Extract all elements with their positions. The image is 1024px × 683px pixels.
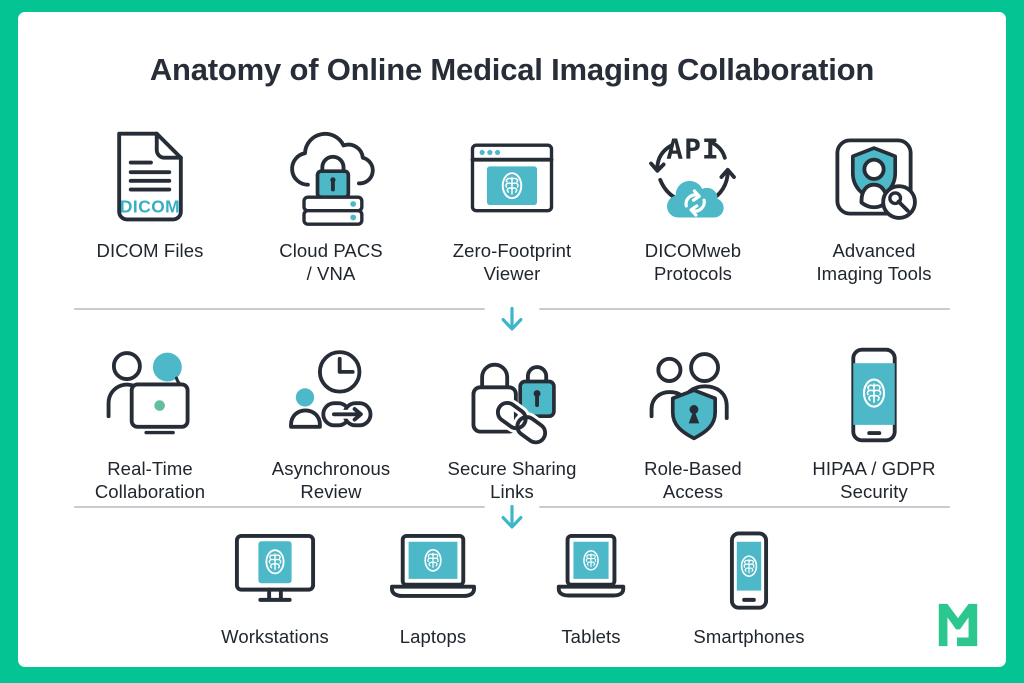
hipaa-gdpr-security-icon bbox=[821, 334, 927, 448]
laptops-icon bbox=[374, 532, 492, 616]
item-label: Asynchronous Review bbox=[271, 458, 391, 502]
item-asynchronous-review: Asynchronous Review bbox=[241, 334, 422, 503]
brain-icon bbox=[862, 378, 886, 408]
item-label: Workstations bbox=[221, 626, 329, 647]
workstations-icon bbox=[216, 532, 334, 616]
brain-icon bbox=[501, 172, 523, 200]
item-label: Role-Based Access bbox=[644, 458, 742, 502]
row-device-layer: Workstations Laptops bbox=[18, 531, 1006, 648]
item-label: DICOMweb Protocols bbox=[644, 240, 742, 284]
item-workstations: Workstations bbox=[196, 532, 354, 648]
item-dicomweb-protocols: API bbox=[603, 116, 784, 285]
down-arrow-icon bbox=[501, 504, 523, 529]
infographic-card: Anatomy of Online Medical Imaging Collab… bbox=[18, 12, 1006, 667]
divider-row1-row2 bbox=[74, 306, 950, 335]
tablets-icon bbox=[532, 532, 650, 616]
item-advanced-imaging-tools: Advanced Imaging Tools bbox=[784, 116, 965, 285]
cloud-pacs-icon bbox=[278, 116, 384, 230]
item-hipaa-gdpr-security: HIPAA / GDPR Security bbox=[784, 334, 965, 503]
zero-footprint-viewer-icon bbox=[459, 116, 565, 230]
item-label: DICOM Files bbox=[96, 240, 204, 261]
brain-icon bbox=[265, 549, 285, 575]
item-label: Real-Time Collaboration bbox=[94, 458, 206, 502]
asynchronous-review-icon bbox=[278, 334, 384, 448]
divider-line bbox=[74, 506, 485, 508]
item-secure-sharing-links: Secure Sharing Links bbox=[422, 334, 603, 503]
brain-icon bbox=[740, 554, 758, 578]
item-tablets: Tablets bbox=[512, 532, 670, 648]
m-logo-icon bbox=[932, 601, 984, 649]
item-role-based-access: Role-Based Access bbox=[603, 334, 784, 503]
advanced-imaging-tools-icon bbox=[821, 116, 927, 230]
role-based-access-icon bbox=[640, 334, 746, 448]
row-collaboration-layer: Real-Time Collaboration Asynchronous Rev… bbox=[18, 334, 1006, 503]
smartphones-icon bbox=[690, 531, 808, 616]
item-label: Tablets bbox=[561, 626, 621, 647]
item-cloud-pacs-vna: Cloud PACS / VNA bbox=[241, 116, 422, 285]
divider-row2-row3 bbox=[74, 504, 950, 533]
secure-sharing-links-icon bbox=[459, 334, 565, 448]
row-technology-layer: DICOM DICOM Files Cloud PACS / bbox=[18, 116, 1006, 285]
real-time-collaboration-icon bbox=[97, 334, 203, 448]
item-label: Cloud PACS / VNA bbox=[279, 240, 383, 284]
dicom-file-icon: DICOM bbox=[97, 116, 203, 230]
item-smartphones: Smartphones bbox=[670, 531, 828, 648]
item-laptops: Laptops bbox=[354, 532, 512, 648]
api-label-in-icon: API bbox=[666, 133, 719, 166]
item-label: Laptops bbox=[399, 626, 467, 647]
item-label: Zero-Footprint Viewer bbox=[452, 240, 572, 284]
divider-line bbox=[539, 506, 950, 508]
dicom-label-in-icon: DICOM bbox=[120, 197, 180, 217]
down-arrow-icon bbox=[501, 306, 523, 331]
brain-icon bbox=[582, 549, 600, 571]
page-title: Anatomy of Online Medical Imaging Collab… bbox=[149, 52, 875, 87]
item-dicom-files: DICOM DICOM Files bbox=[60, 116, 241, 285]
brain-icon bbox=[424, 548, 442, 572]
item-label: Secure Sharing Links bbox=[447, 458, 577, 502]
dicomweb-api-icon: API bbox=[640, 116, 746, 230]
item-real-time-collaboration: Real-Time Collaboration bbox=[60, 334, 241, 503]
item-label: Advanced Imaging Tools bbox=[816, 240, 932, 284]
divider-line bbox=[539, 308, 950, 310]
item-label: Smartphones bbox=[693, 626, 805, 647]
divider-line bbox=[74, 308, 485, 310]
item-zero-footprint-viewer: Zero-Footprint Viewer bbox=[422, 116, 603, 285]
item-label: HIPAA / GDPR Security bbox=[812, 458, 936, 502]
